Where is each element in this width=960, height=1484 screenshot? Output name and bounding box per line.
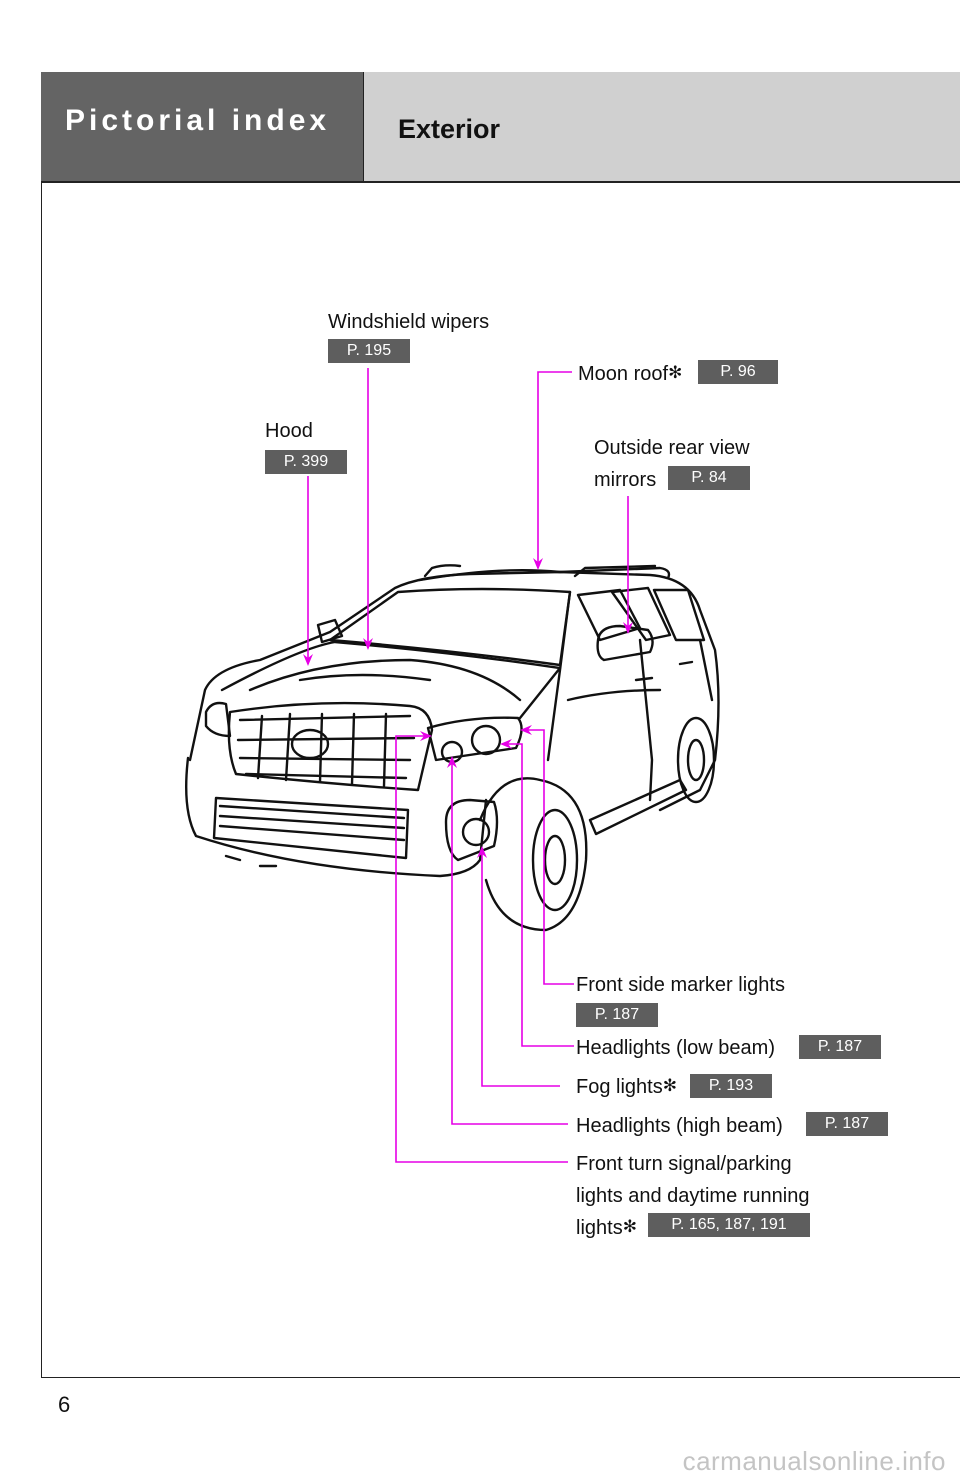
mirrors-label-line1: Outside rear view: [594, 437, 750, 459]
header-divider: [41, 181, 960, 183]
turn-signal-page-ref[interactable]: P. 165, 187, 191: [648, 1213, 810, 1237]
asterisk-mark: ✻: [622, 1217, 637, 1236]
fog-lights-label: Fog lights✻: [576, 1076, 677, 1098]
turn-signal-label-line3: lights✻: [576, 1217, 637, 1239]
mirrors-label-line2: mirrors: [594, 469, 657, 491]
front-side-marker-label: Front side marker lights: [576, 974, 785, 996]
subsection-title: Exterior: [398, 114, 501, 144]
windshield-wipers-label: Windshield wipers: [328, 311, 490, 333]
mirrors-page-ref[interactable]: P. 84: [668, 466, 750, 490]
headlights-low-label: Headlights (low beam): [576, 1037, 775, 1059]
section-header: Pictorial index: [41, 72, 363, 182]
headlights-low-page-ref[interactable]: P. 187: [799, 1035, 881, 1059]
turn-signal-label-line1: Front turn signal/parking: [576, 1153, 792, 1175]
headlights-high-label: Headlights (high beam): [576, 1115, 783, 1137]
leader-lines: [307, 368, 629, 1163]
section-title: Pictorial index: [65, 104, 331, 137]
asterisk-mark: ✻: [662, 1076, 677, 1095]
watermark: carmanualsonline.info: [682, 1446, 946, 1476]
moon-roof-page-ref[interactable]: P. 96: [698, 360, 778, 384]
fog-lights-page-ref[interactable]: P. 193: [690, 1074, 772, 1098]
front-side-marker-page-ref[interactable]: P. 187: [576, 1003, 658, 1027]
turn-signal-label-line2: lights and daytime running: [576, 1185, 810, 1207]
asterisk-mark: ✻: [668, 363, 683, 382]
subsection-header: Exterior: [363, 72, 960, 182]
windshield-wipers-page-ref[interactable]: P. 195: [328, 339, 410, 363]
headlights-high-page-ref[interactable]: P. 187: [806, 1112, 888, 1136]
hood-page-ref[interactable]: P. 399: [265, 450, 347, 474]
suv-drawing: [185, 564, 720, 932]
page-number: 6: [58, 1392, 71, 1417]
hood-label: Hood: [265, 420, 313, 442]
leader-arrowheads: [303, 558, 633, 858]
moon-roof-label: Moon roof✻: [578, 363, 683, 385]
